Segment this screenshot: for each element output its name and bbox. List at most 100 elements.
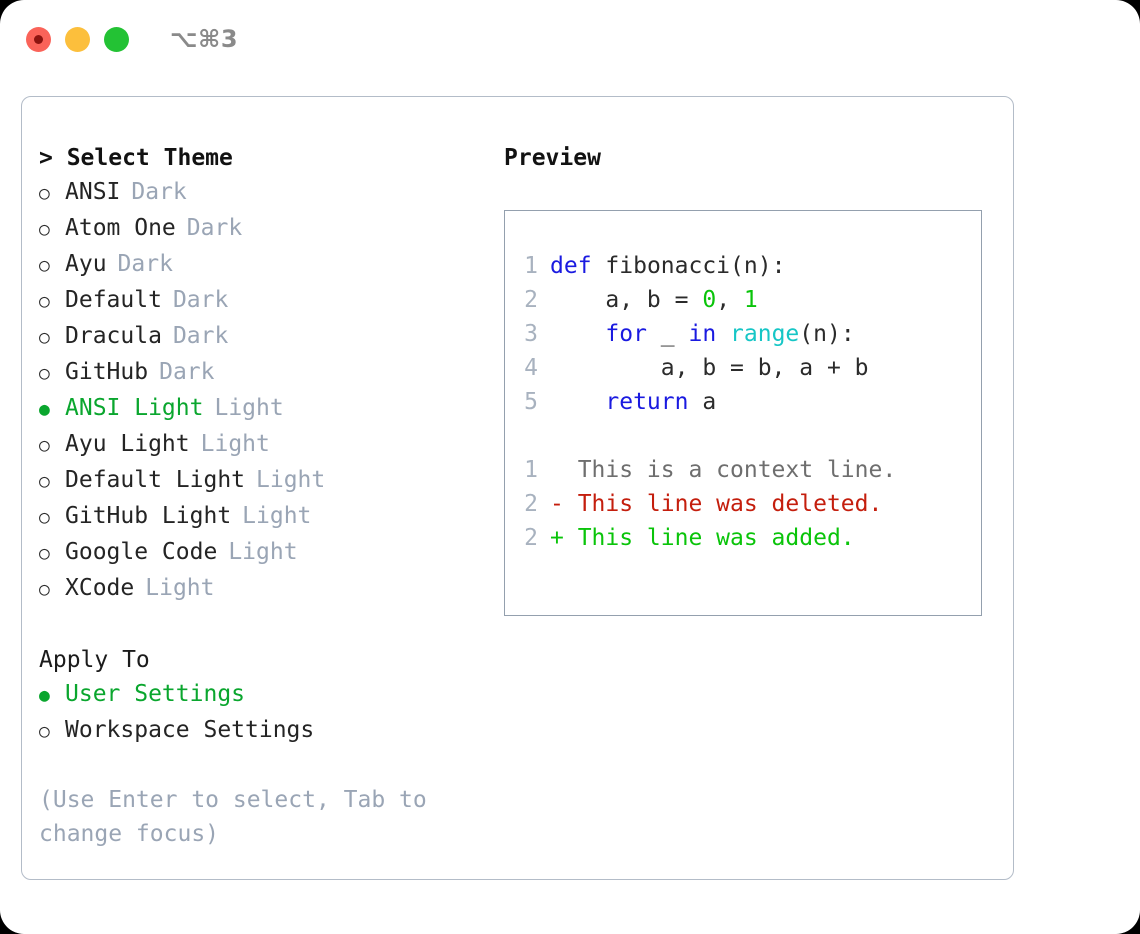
theme-option-kind: Light — [228, 539, 298, 565]
radio-unselected-icon: ○ — [39, 219, 50, 240]
code-line: 2 a, b = 0, 1 — [519, 283, 981, 317]
code-token — [550, 389, 605, 415]
radio-unselected-icon: ○ — [39, 183, 50, 204]
theme-option-google-code[interactable]: ○ Google Code Light — [39, 535, 504, 571]
code-line-text: a, b = b, a + b — [550, 351, 869, 385]
theme-option-kind: Dark — [186, 215, 243, 241]
radio-selected-icon: ● — [39, 399, 50, 420]
code-line: 3 for _ in range(n): — [519, 317, 981, 351]
preview-heading: Preview — [504, 145, 601, 171]
code-token: fibonacci — [605, 253, 731, 279]
line-number: 5 — [524, 389, 538, 415]
apply-to-option-user-settings[interactable]: ● User Settings — [39, 677, 504, 713]
line-number: 4 — [524, 355, 538, 381]
code-token: 1 — [743, 287, 758, 313]
apply-to-option-label: Workspace Settings — [65, 717, 315, 743]
code-token: def — [550, 253, 592, 279]
keyboard-hint-text: (Use Enter to select, Tab to change focu… — [39, 787, 427, 847]
theme-option-label: ANSI — [65, 179, 121, 205]
line-number: 2 — [524, 525, 538, 551]
diff-line-del: 2 - This line was deleted. — [519, 487, 981, 521]
code-line: 4 a, b = b, a + b — [519, 351, 981, 385]
theme-option-dracula[interactable]: ○ Dracula Dark — [39, 319, 504, 355]
theme-option-kind: Dark — [172, 287, 229, 313]
radio-unselected-icon: ○ — [39, 435, 50, 456]
code-line: 5 return a — [519, 385, 981, 419]
theme-option-ansi[interactable]: ○ ANSI Dark — [39, 175, 504, 211]
theme-option-kind: Dark — [172, 323, 229, 349]
code-token: (n): — [799, 321, 855, 347]
code-line-text: for _ in range(n): — [550, 317, 855, 351]
radio-selected-icon: ● — [39, 685, 50, 706]
code-line-text: def fibonacci(n): — [550, 249, 785, 283]
radio-unselected-icon: ○ — [39, 543, 50, 564]
theme-option-label: XCode — [65, 575, 135, 601]
maximize-button[interactable] — [104, 26, 129, 52]
radio-unselected-icon: ○ — [39, 721, 50, 742]
theme-option-label: Google Code — [65, 539, 218, 565]
theme-option-label: ANSI Light — [65, 395, 204, 421]
radio-unselected-icon: ○ — [39, 255, 50, 276]
theme-option-kind: Light — [145, 575, 215, 601]
apply-to-option-workspace-settings[interactable]: ○ Workspace Settings — [39, 713, 504, 749]
code-token: 0 — [702, 287, 717, 313]
theme-option-kind: Dark — [131, 179, 187, 205]
theme-option-kind: Light — [242, 503, 312, 529]
line-number: 1 — [524, 457, 538, 483]
theme-option-ayu-light[interactable]: ○ Ayu Light Light — [39, 427, 504, 463]
theme-option-ansi-light[interactable]: ● ANSI Light Light — [39, 391, 504, 427]
line-number: 1 — [524, 253, 538, 279]
diff-line-text: - This line was deleted. — [550, 491, 883, 517]
minimize-button[interactable] — [65, 26, 90, 52]
theme-option-label: Ayu — [65, 251, 107, 277]
diff-line-add: 2 + This line was added. — [519, 521, 981, 555]
title-bar: ⌥⌘3 — [0, 0, 1140, 78]
theme-option-kind: Light — [256, 467, 326, 493]
radio-unselected-icon: ○ — [39, 363, 50, 384]
diff-sample: 1 This is a context line. 2 - This line wa… — [519, 453, 981, 555]
apply-to-option-label: User Settings — [65, 681, 246, 707]
theme-option-label: GitHub — [65, 359, 149, 385]
window-controls — [26, 26, 129, 52]
theme-option-label: Dracula — [65, 323, 162, 349]
apply-to-heading: Apply To — [39, 647, 150, 673]
radio-unselected-icon: ○ — [39, 579, 50, 600]
apply-to-list[interactable]: ● User Settings ○ Workspace Settings — [39, 677, 504, 749]
theme-option-github[interactable]: ○ GitHub Dark — [39, 355, 504, 391]
code-token: a, b = b, a + b — [550, 355, 869, 381]
radio-unselected-icon: ○ — [39, 327, 50, 348]
code-line-text: a, b = 0, 1 — [550, 283, 758, 317]
theme-option-ayu[interactable]: ○ Ayu Dark — [39, 247, 504, 283]
theme-option-label: Ayu Light — [65, 431, 190, 457]
code-token: a, b = — [550, 287, 703, 313]
code-token: range — [730, 321, 800, 347]
code-token: (n): — [730, 253, 786, 279]
diff-line-text: + This line was added. — [550, 525, 855, 551]
theme-option-kind: Dark — [159, 359, 215, 385]
theme-option-kind: Light — [200, 431, 270, 457]
theme-option-xcode[interactable]: ○ XCode Light — [39, 571, 504, 607]
theme-option-label: GitHub Light — [65, 503, 232, 529]
code-token: , — [716, 287, 744, 313]
line-number: 2 — [524, 491, 538, 517]
keyboard-shortcut-label: ⌥⌘3 — [170, 25, 239, 53]
close-button[interactable] — [26, 26, 51, 52]
code-token: a — [688, 389, 717, 415]
theme-option-kind: Dark — [117, 251, 173, 277]
theme-option-kind: Light — [214, 395, 284, 421]
radio-unselected-icon: ○ — [39, 291, 50, 312]
diff-line-text: This is a context line. — [550, 457, 897, 483]
code-line-text: return a — [550, 385, 716, 419]
code-token — [592, 253, 606, 279]
